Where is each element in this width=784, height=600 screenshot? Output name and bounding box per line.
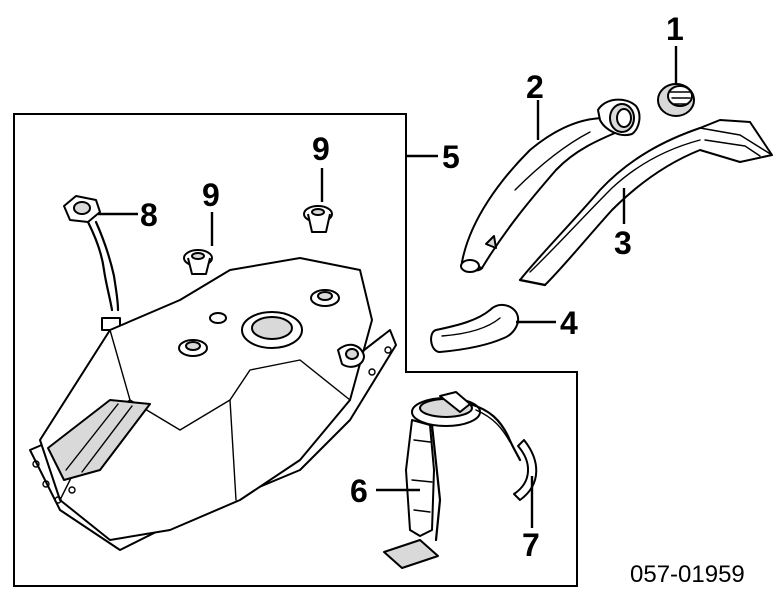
grommet-part-upper — [303, 205, 333, 233]
sensor-part — [63, 195, 121, 331]
reference-code: 057-01959 — [630, 561, 745, 588]
filler-neck-part — [460, 98, 641, 273]
hose-part — [430, 304, 520, 353]
filler-protector-part — [518, 119, 773, 287]
callout-9-lower: 9 — [202, 177, 220, 213]
tank-assembly-frame — [13, 113, 578, 587]
callout-5: 5 — [442, 139, 460, 175]
callout-7: 7 — [522, 527, 540, 563]
gasket-part — [513, 439, 538, 501]
callout-6: 6 — [350, 473, 368, 509]
grommet-part-lower — [183, 249, 213, 275]
filler-cap-part — [657, 83, 695, 117]
callout-3: 3 — [614, 225, 632, 261]
callout-8: 8 — [140, 197, 158, 233]
callout-2: 2 — [526, 69, 544, 105]
fuel-pump-part — [383, 391, 522, 569]
callout-4: 4 — [560, 305, 578, 341]
fuel-tank-part — [29, 257, 397, 551]
callout-9-upper: 9 — [312, 131, 330, 167]
callout-1: 1 — [666, 11, 684, 47]
